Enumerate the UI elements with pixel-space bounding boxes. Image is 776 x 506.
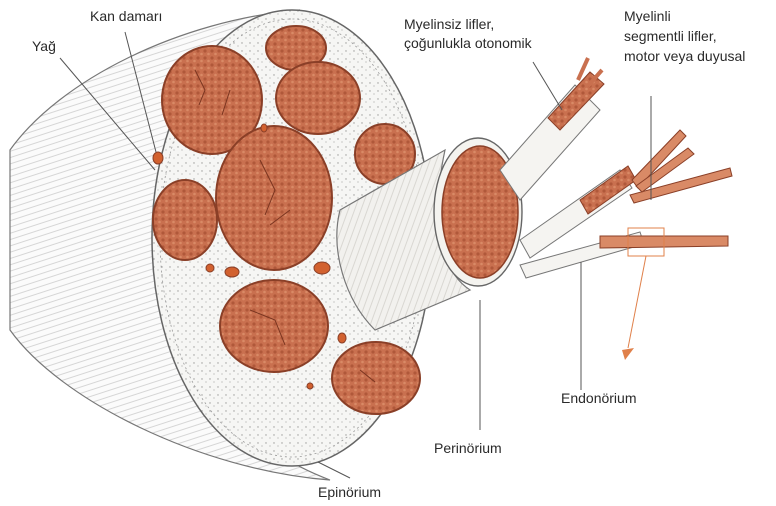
label-epineurium: Epinörium: [318, 484, 381, 501]
fascicle: [276, 62, 360, 134]
label-unmyelinated-line2: çoğunlukla otonomik: [404, 35, 532, 52]
label-unmyelinated-line1: Myelinsiz lifler,: [404, 16, 494, 33]
blood-vessel: [206, 264, 214, 272]
blood-vessel: [314, 262, 330, 274]
label-myelinated-line1: Myelinli: [624, 8, 671, 25]
leader-epineurium: [318, 462, 350, 478]
blood-vessel: [225, 267, 239, 277]
fascicle: [332, 342, 420, 414]
leader-unmyelinated: [533, 62, 562, 110]
fascicle: [220, 280, 328, 372]
blood-vessel: [338, 333, 346, 343]
label-fat: Yağ: [32, 38, 56, 55]
blood-vessel: [261, 124, 267, 132]
label-perineurium: Perinörium: [434, 440, 502, 457]
label-myelinated-line2: segmentli lifler,: [624, 28, 717, 45]
label-blood-vessel: Kan damarı: [90, 8, 162, 25]
fascicle: [216, 126, 332, 270]
fascicle: [153, 180, 217, 260]
blood-vessel: [153, 152, 163, 164]
unmyelinated-fibers: [500, 58, 604, 200]
blood-vessel: [307, 383, 313, 389]
label-endoneurium: Endonörium: [561, 390, 637, 407]
label-myelinated-line3: motor veya duyusal: [624, 48, 745, 65]
